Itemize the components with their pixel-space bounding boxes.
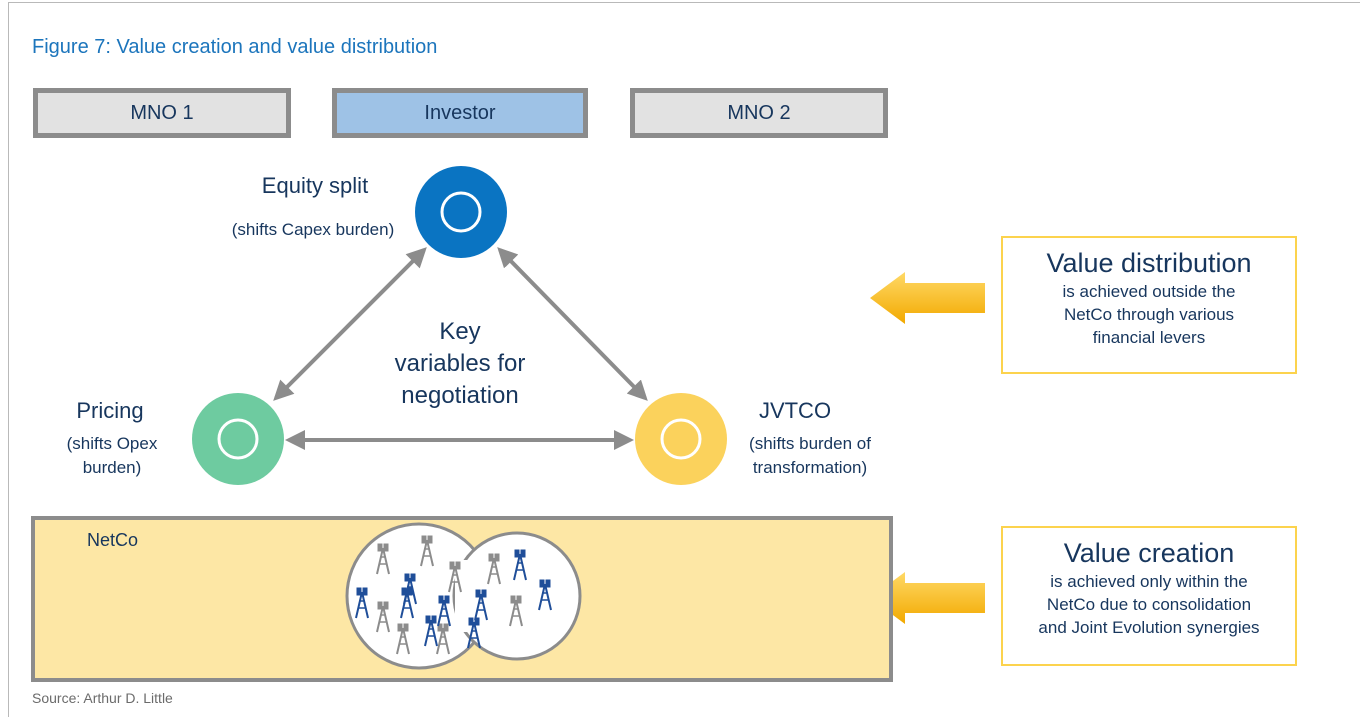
center-line1: Key	[439, 318, 481, 345]
jvtco-sub1: (shifts burden of	[749, 434, 871, 453]
distribution-arrow-icon	[870, 272, 985, 324]
source-note: Source: Arthur D. Little	[32, 690, 173, 706]
mno2-label: MNO 2	[727, 101, 791, 124]
equity-node	[415, 166, 507, 258]
distribution-line2: NetCo through various	[1063, 305, 1235, 324]
investor-box: Investor	[332, 88, 588, 138]
jvtco-label: JVTCO	[758, 398, 832, 423]
creation-line1: is achieved only within the	[1050, 572, 1248, 591]
center-line3: negotiation	[401, 382, 519, 409]
value-distribution-callout: Value distribution is achieved outside t…	[1001, 236, 1297, 374]
pricing-sub1: (shifts Opex	[66, 434, 158, 453]
value-creation-callout: Value creation is achieved only within t…	[1001, 526, 1297, 666]
creation-line2: NetCo due to consolidation	[1046, 595, 1252, 614]
distribution-line3: financial levers	[1092, 328, 1206, 347]
jvtco-node	[635, 393, 727, 485]
mno1-box: MNO 1	[33, 88, 291, 138]
distribution-head: Value distribution	[1046, 248, 1252, 278]
creation-arrow-icon	[870, 572, 985, 624]
connector-equity-jvtco	[497, 247, 648, 401]
equity-sub: (shifts Capex burden)	[231, 220, 395, 239]
equity-label: Equity split	[261, 173, 369, 198]
investor-label: Investor	[424, 101, 496, 124]
pricing-sub2: burden)	[82, 458, 142, 477]
figure-title: Figure 7: Value creation and value distr…	[32, 36, 438, 58]
connector-equity-pricing	[273, 247, 427, 401]
pricing-node	[192, 393, 284, 485]
netco-label: NetCo	[87, 530, 139, 550]
mno2-box: MNO 2	[630, 88, 888, 138]
creation-head: Value creation	[1063, 538, 1235, 568]
creation-line3: and Joint Evolution synergies	[1038, 618, 1260, 637]
distribution-line1: is achieved outside the	[1062, 282, 1236, 301]
mno1-label: MNO 1	[130, 101, 194, 124]
figure-frame	[8, 2, 1360, 717]
pricing-label: Pricing	[76, 398, 144, 423]
center-text: Key variables for negotiation	[360, 316, 560, 412]
jvtco-sub2: transformation)	[752, 458, 868, 477]
center-line2: variables for	[394, 350, 526, 377]
